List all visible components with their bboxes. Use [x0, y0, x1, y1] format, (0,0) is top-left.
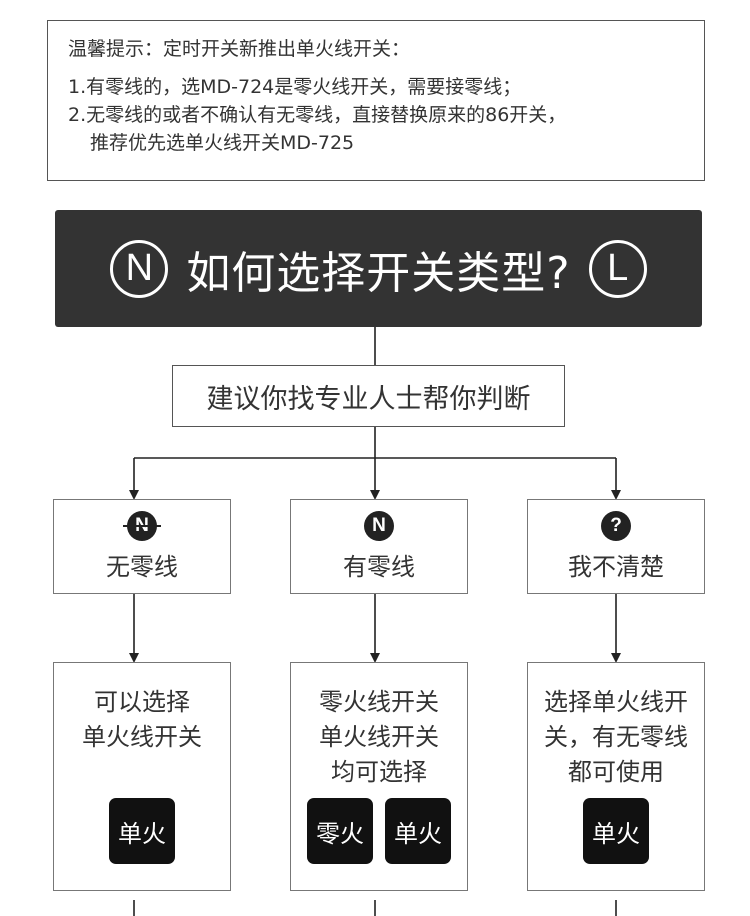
header-title: 如何选择开关类型? [186, 247, 571, 299]
option-label: 我不清楚 [568, 553, 664, 581]
result-unsure: 选择单火线开 关，有无零线 都可使用 单火 [527, 662, 705, 891]
result-line: 零火线开关 [319, 688, 439, 716]
notice-line-2: 2.无零线的或者不确认有无零线，直接替换原来的86开关， [68, 104, 567, 126]
question-icon: ? [601, 511, 631, 541]
advice-box: 建议你找专业人士帮你判断 [172, 365, 565, 427]
result-line: 单火线开关 [82, 723, 202, 751]
neutral-icon: N [364, 511, 394, 541]
result-has-neutral: 零火线开关 单火线开关 均可选择 零火 单火 [290, 662, 468, 891]
result-line: 单火线开关 [319, 723, 439, 751]
option-label: 有零线 [343, 553, 415, 581]
option-no-neutral: N 无零线 [53, 499, 231, 594]
single-live-chip: 单火 [583, 798, 649, 864]
single-live-chip: 单火 [109, 798, 175, 864]
result-line: 关，有无零线 [544, 723, 688, 751]
result-line: 都可使用 [568, 758, 664, 786]
notice-box: 温馨提示：定时开关新推出单火线开关： 1.有零线的，选MD-724是零火线开关，… [47, 20, 705, 181]
live-symbol-icon: L [588, 239, 647, 298]
header-banner: N 如何选择开关类型? L [55, 210, 702, 327]
single-live-chip: 单火 [385, 798, 451, 864]
result-line: 可以选择 [94, 688, 190, 716]
neutral-symbol-icon: N [110, 239, 169, 298]
option-label: 无零线 [106, 553, 178, 581]
result-no-neutral: 可以选择 单火线开关 单火 [53, 662, 231, 891]
notice-title: 温馨提示：定时开关新推出单火线开关： [68, 38, 411, 60]
notice-line-1: 1.有零线的，选MD-724是零火线开关，需要接零线； [68, 76, 522, 98]
result-line: 选择单火线开 [544, 688, 688, 716]
notice-line-3: 推荐优先选单火线开关MD-725 [90, 132, 355, 154]
option-unsure: ? 我不清楚 [527, 499, 705, 594]
result-line: 均可选择 [331, 758, 427, 786]
neutral-live-chip: 零火 [307, 798, 373, 864]
option-has-neutral: N 有零线 [290, 499, 468, 594]
no-neutral-icon: N [123, 511, 161, 541]
